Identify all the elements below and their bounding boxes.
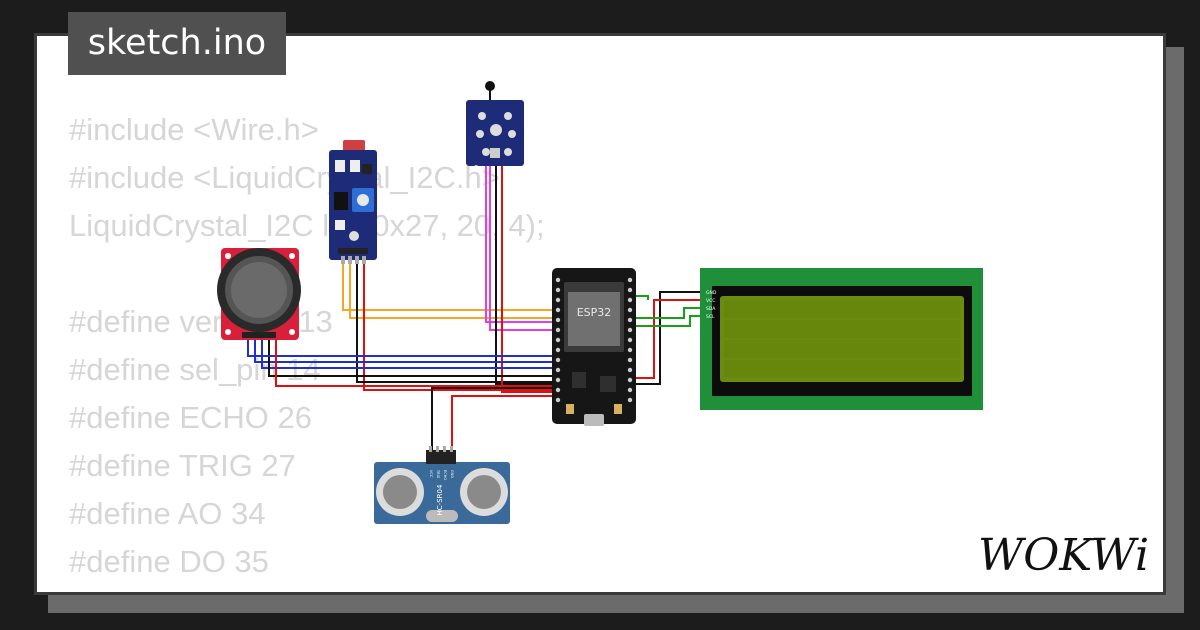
sketch-title-tab: sketch.ino bbox=[68, 12, 286, 75]
wire-red-temp bbox=[501, 165, 560, 393]
wire-blue-1 bbox=[254, 340, 560, 363]
wire-black-temp bbox=[495, 165, 560, 385]
wire-blue-3 bbox=[247, 340, 560, 357]
wire-red-joy bbox=[275, 340, 560, 387]
temp-pin-label: S bbox=[474, 164, 479, 172]
wokwi-wordmark: WOKWi bbox=[978, 530, 1149, 581]
code-line: #define sel_pin 14 bbox=[69, 352, 321, 387]
temperature-sensor-module: S bbox=[466, 81, 524, 172]
wire-green-2 bbox=[628, 315, 704, 327]
joystick-module bbox=[217, 248, 301, 340]
wire-black-light bbox=[356, 262, 560, 383]
lcd-display: GND VCC SDA SCL bbox=[700, 268, 983, 410]
wire-black-lcd bbox=[628, 291, 704, 385]
wire-orange-1 bbox=[342, 262, 560, 311]
wire-magenta-1 bbox=[485, 165, 560, 323]
wire-red-lcd bbox=[628, 299, 704, 379]
esp32-pin-headers bbox=[555, 277, 633, 403]
photoresistor-module bbox=[329, 140, 377, 264]
ultrasonic-sensor: HC-SR04 VCC TRIG ECHO GND bbox=[374, 446, 510, 524]
us-pin-gnd: GND bbox=[450, 470, 454, 478]
ultrasonic-label: HC-SR04 bbox=[436, 484, 444, 515]
lcd-pin-2: VCC bbox=[706, 298, 715, 304]
wire-green-1 bbox=[628, 307, 704, 319]
code-line: #define TRIG 27 bbox=[69, 448, 296, 483]
wire-red-us bbox=[451, 395, 560, 452]
wire-black-joy bbox=[268, 340, 560, 377]
lcd-pin-3: SDA bbox=[706, 306, 716, 312]
code-line: #include <Wire.h> bbox=[69, 112, 319, 147]
code-line: #define ECHO 26 bbox=[69, 400, 312, 435]
lcd-pin-4: SCL bbox=[706, 314, 715, 320]
us-pin-trig: TRIG bbox=[436, 469, 440, 479]
wire-magenta-2 bbox=[489, 165, 560, 331]
lcd-pin-1: GND bbox=[706, 290, 717, 296]
us-pin-vcc: VCC bbox=[429, 470, 433, 478]
wire-black-us bbox=[431, 387, 560, 452]
wires bbox=[247, 165, 704, 452]
code-line: #define DO 35 bbox=[69, 544, 269, 579]
wokwi-logo: WOKWi bbox=[978, 530, 1149, 581]
wire-blue-2 bbox=[261, 340, 560, 369]
esp32-label: ESP32 bbox=[577, 306, 612, 319]
us-pin-echo: ECHO bbox=[443, 470, 447, 480]
code-line: #define AO 34 bbox=[69, 496, 266, 531]
wire-red-light bbox=[363, 262, 560, 391]
esp32-board: ESP32 bbox=[552, 268, 636, 426]
